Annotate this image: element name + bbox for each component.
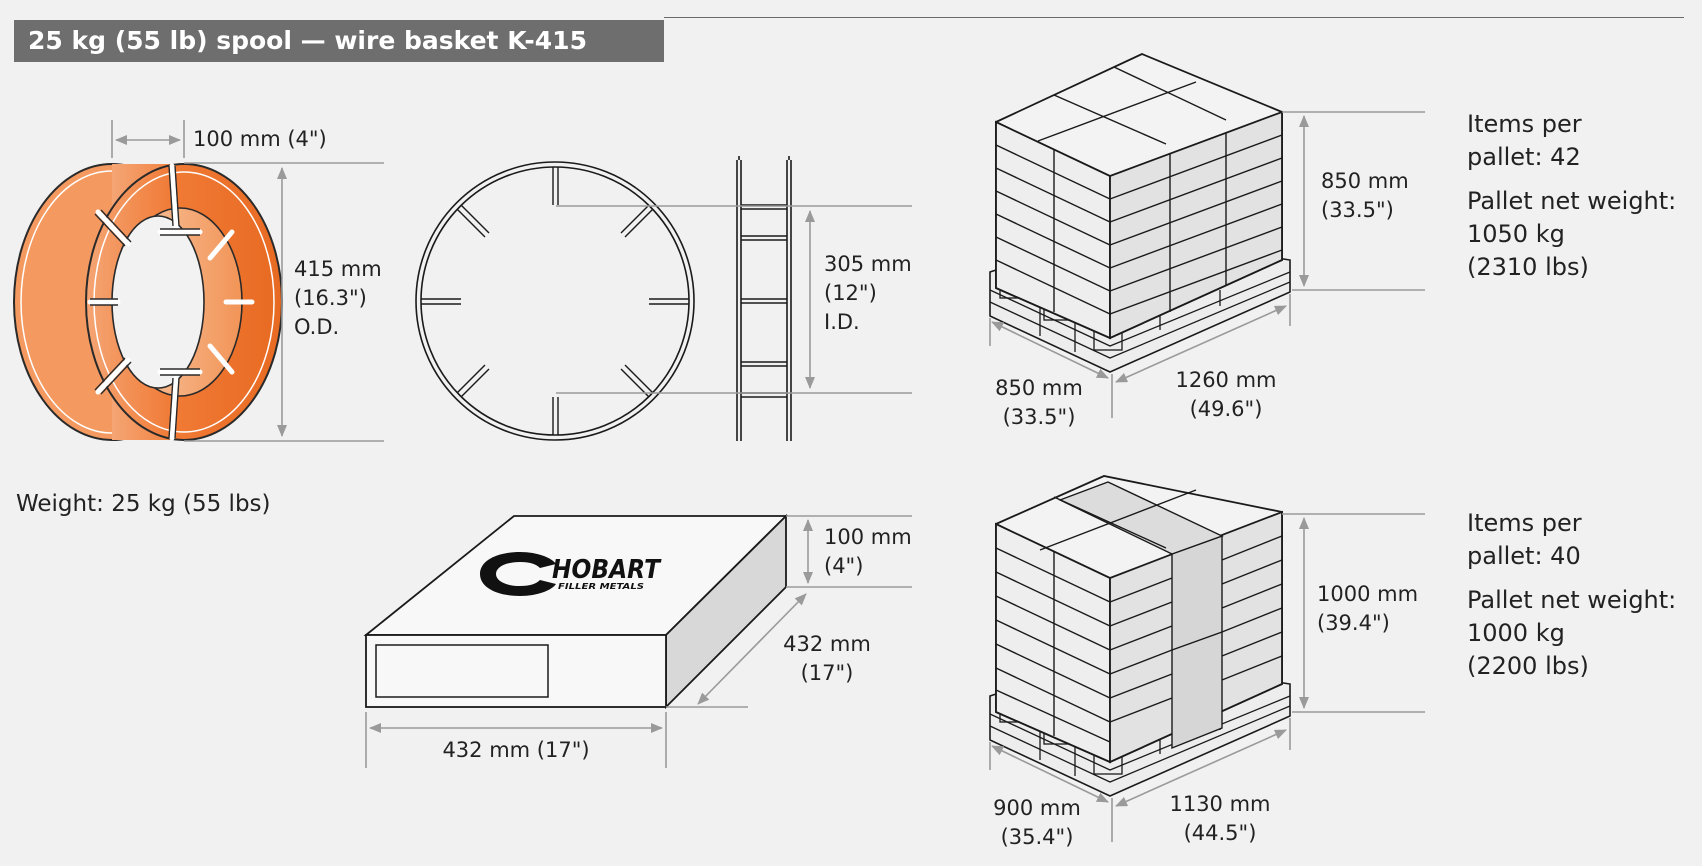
- pallet-1-info: Items per pallet: 42 Pallet net weight: …: [1467, 110, 1677, 281]
- pallet-2-length-label: 1130 mm (44.5"): [1169, 792, 1271, 845]
- header-rule: [664, 17, 1684, 18]
- carton-depth-label: 432 mm (17"): [783, 632, 871, 685]
- pallet-2-info: Items per pallet: 40 Pallet net weight: …: [1467, 509, 1677, 680]
- pallet-1-height-label: 850 mm (33.5"): [1321, 169, 1409, 222]
- carton-dimensions: [365, 515, 912, 768]
- section-title: 25 kg (55 lb) spool — wire basket K-415: [14, 20, 664, 62]
- spool-width-label: 100 mm (4"): [193, 127, 327, 151]
- svg-text:FILLER METALS: FILLER METALS: [558, 582, 644, 591]
- basket-side-view: [736, 156, 792, 441]
- pallet-1-length-label: 1260 mm (49.6"): [1175, 368, 1277, 421]
- pallet-1-width-label: 850 mm (33.5"): [995, 376, 1083, 429]
- spool-drawing: [13, 163, 283, 441]
- spool-weight-label: Weight: 25 kg (55 lbs): [16, 491, 271, 517]
- spool-od-label: 415 mm (16.3") O.D.: [294, 257, 382, 339]
- carton-height-label: 100 mm (4"): [824, 525, 912, 578]
- spool-dimensions: [111, 120, 384, 442]
- hobart-logo: HOBART FILLER METALS: [480, 552, 662, 596]
- basket-id-label: 305 mm (12") I.D.: [824, 252, 912, 334]
- basket-front-view: [415, 161, 695, 441]
- pallet-1-dimensions: [989, 111, 1425, 418]
- basket-dimensions: [556, 205, 912, 394]
- pallet-2-dimensions: [989, 513, 1425, 842]
- carton-width-label: 432 mm (17"): [442, 738, 590, 762]
- pallet-1-drawing: [989, 53, 1291, 373]
- pallet-2-width-label: 900 mm (35.4"): [993, 796, 1081, 849]
- svg-text:HOBART: HOBART: [552, 555, 662, 585]
- pallet-2-height-label: 1000 mm (39.4"): [1317, 582, 1419, 635]
